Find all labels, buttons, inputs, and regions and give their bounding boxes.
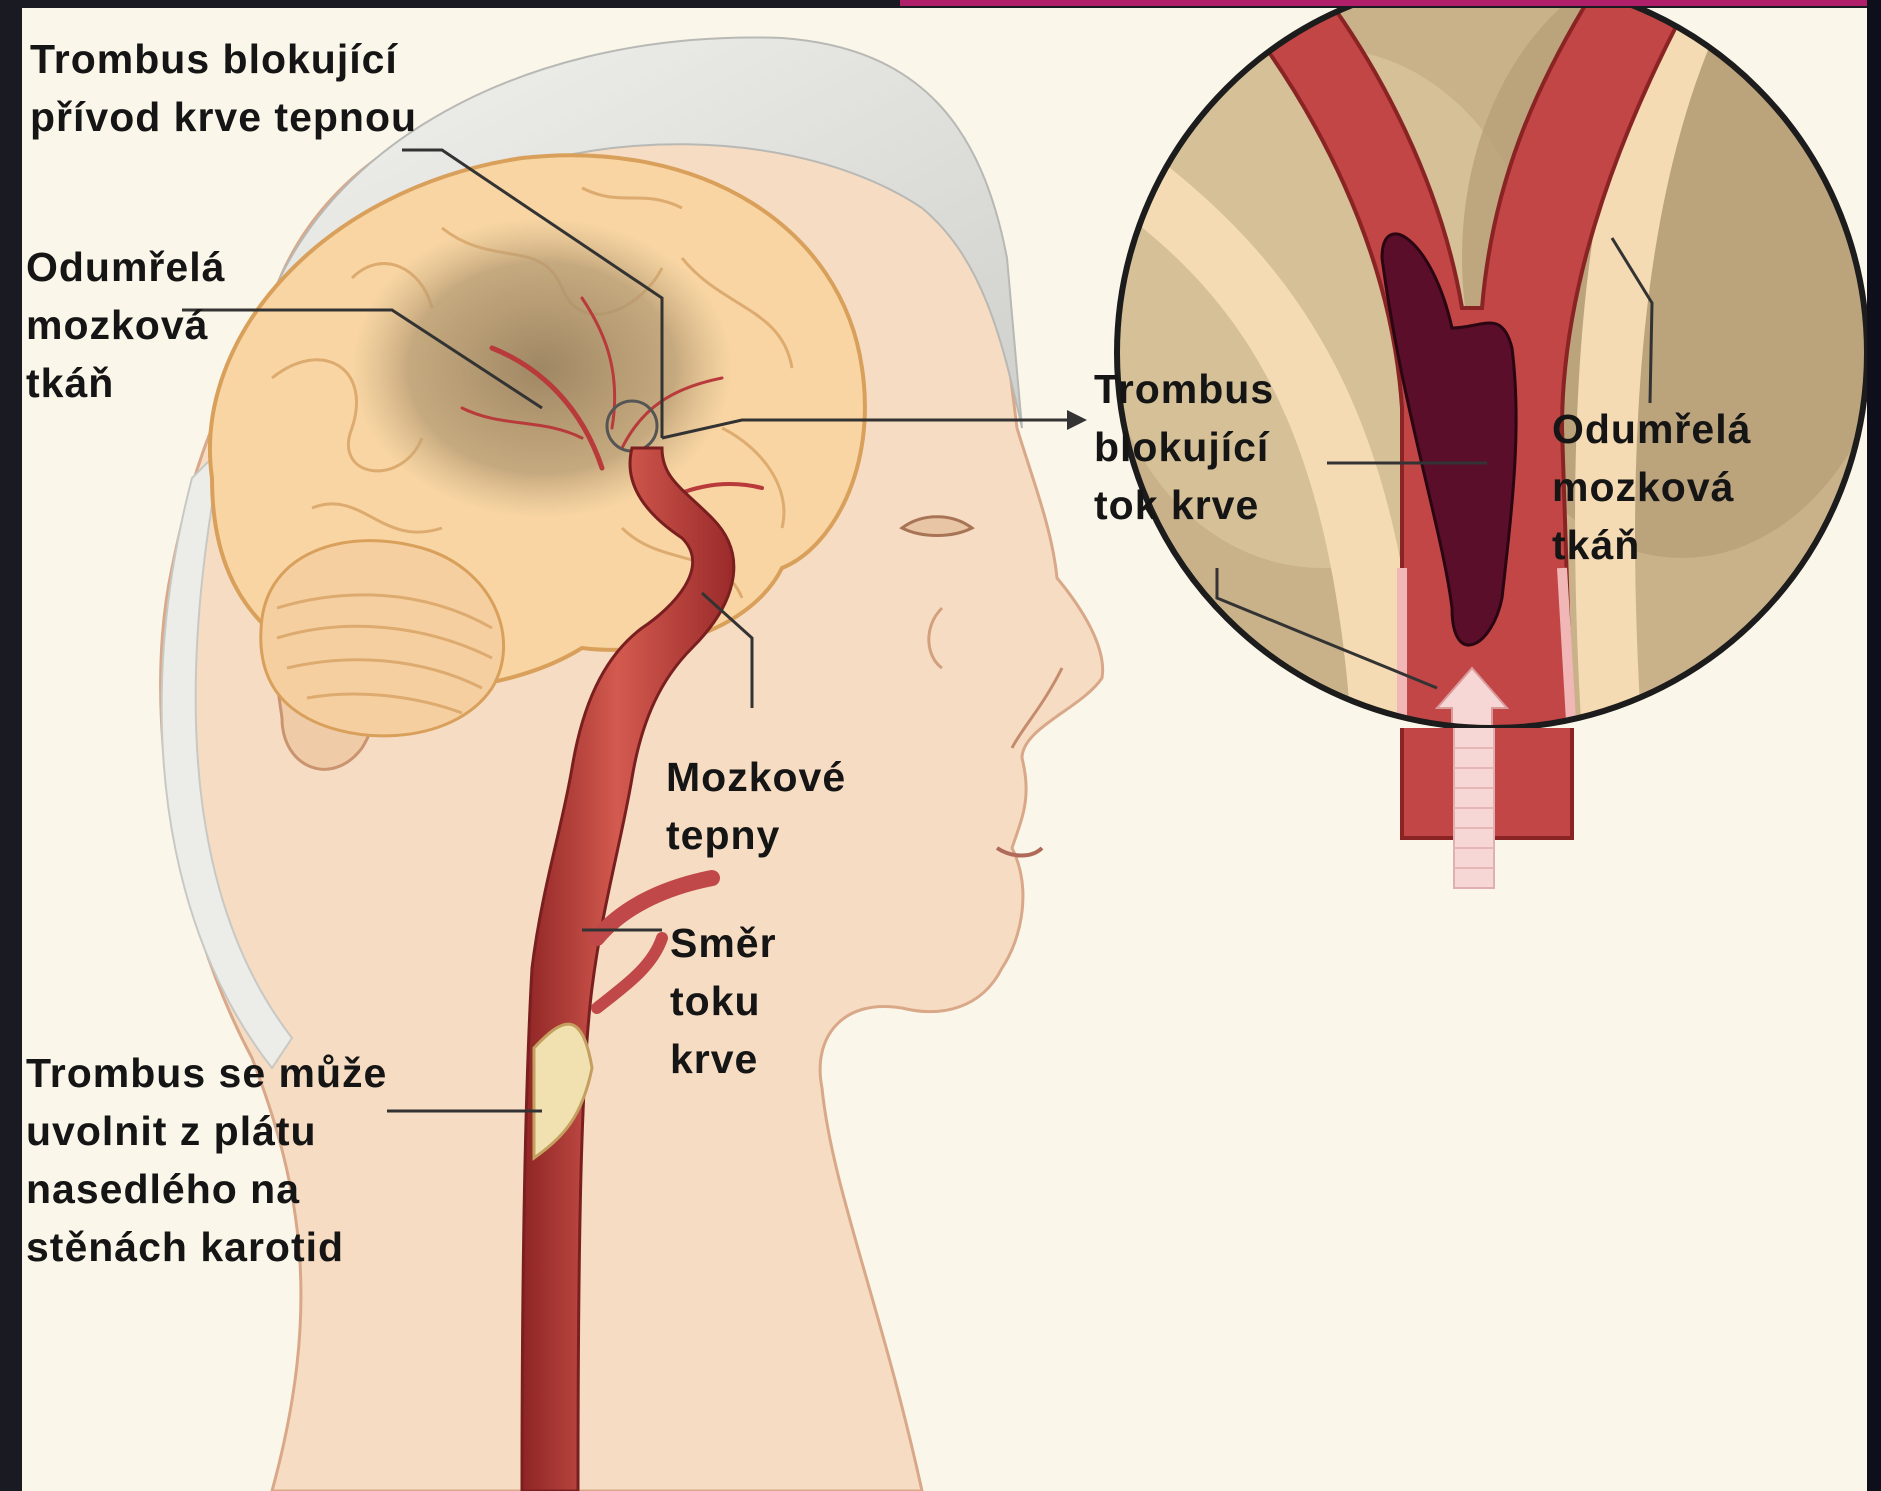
frame-top-accent <box>900 0 1881 6</box>
cerebellum <box>261 541 504 736</box>
label-flow-direction: Směr toku krve <box>670 914 777 1088</box>
frame-left-border <box>0 0 22 1491</box>
arrowhead <box>1067 410 1087 430</box>
label-cerebral-arteries: Mozkové tepny <box>666 748 846 864</box>
dead-tissue-brain <box>352 218 732 518</box>
illustration-canvas: Trombus blokující přívod krve tepnou Odu… <box>22 8 1867 1491</box>
label-dead-tissue-right: Odumřelá mozková tkáň <box>1552 400 1751 574</box>
frame-right-border <box>1867 0 1881 1491</box>
label-thrombus-flow: Trombus blokující tok krve <box>1094 360 1274 534</box>
label-dead-tissue-left: Odumřelá mozková tkáň <box>26 238 225 412</box>
label-thrombus-supply: Trombus blokující přívod krve tepnou <box>30 30 417 146</box>
label-thrombus-carotid: Trombus se může uvolnit z plátu nasedléh… <box>26 1044 387 1276</box>
